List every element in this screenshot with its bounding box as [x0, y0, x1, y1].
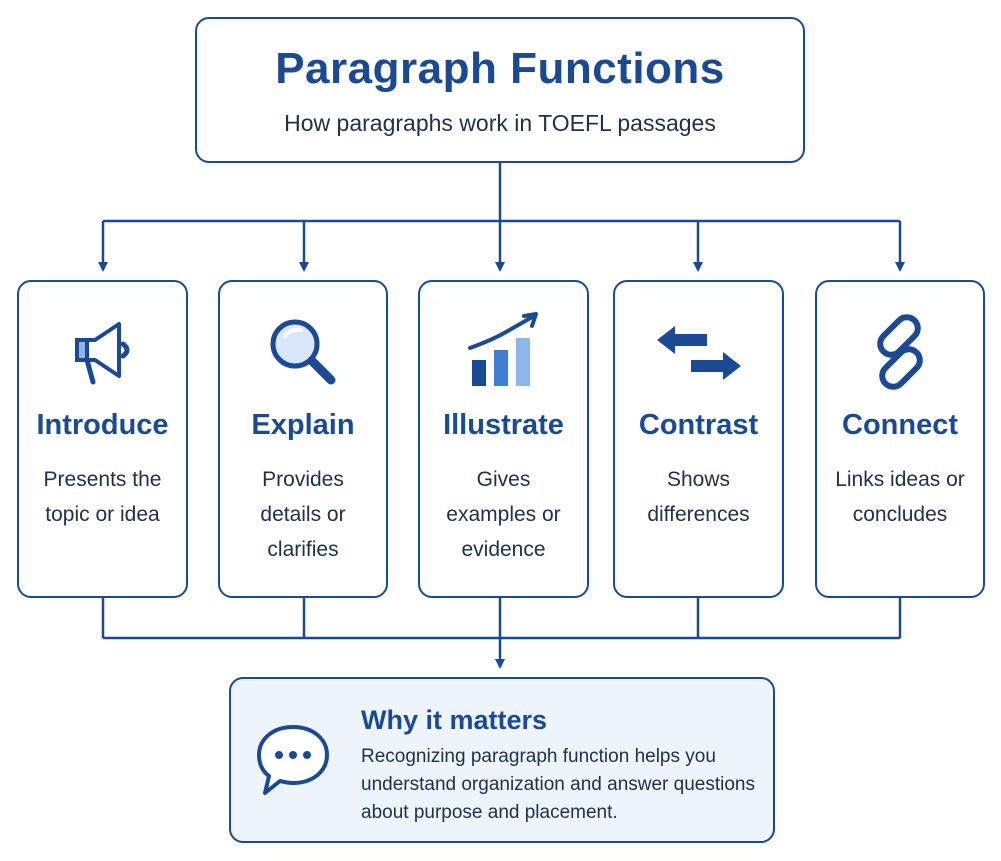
- function-name: Explain: [251, 409, 355, 441]
- why-text: Recognizing paragraph function helps you…: [361, 746, 755, 823]
- function-card-connect: Connect Links ideas or concludes: [815, 280, 985, 598]
- page-title: Paragraph Functions: [275, 44, 725, 93]
- function-card-introduce: Introduce Presents the topic or idea: [17, 280, 188, 598]
- title-box: Paragraph Functions How paragraphs work …: [195, 17, 805, 163]
- megaphone-icon: [19, 310, 186, 394]
- speech-bubble-icon: [253, 721, 333, 806]
- function-description: Gives examples or evidence: [446, 468, 561, 561]
- chain-link-icon: [817, 310, 983, 394]
- why-title: Why it matters: [361, 705, 548, 735]
- why-it-matters-panel: Why it matters Recognizing paragraph fun…: [229, 677, 775, 843]
- function-name: Contrast: [638, 409, 759, 441]
- growth-chart-icon: [420, 310, 587, 394]
- function-description: Provides details or clarifies: [260, 468, 346, 561]
- function-description: Presents the topic or idea: [43, 468, 162, 526]
- function-name: Illustrate: [443, 409, 564, 441]
- function-card-contrast: Contrast Shows differences: [613, 280, 784, 598]
- function-description: Shows differences: [647, 468, 750, 526]
- function-name: Introduce: [36, 409, 169, 441]
- opposite-arrows-icon: [615, 310, 782, 394]
- page-subtitle: How paragraphs work in TOEFL passages: [284, 110, 716, 136]
- function-name: Connect: [842, 409, 958, 441]
- function-description: Links ideas or concludes: [835, 468, 965, 526]
- function-card-illustrate: Illustrate Gives examples or evidence: [418, 280, 589, 598]
- function-card-explain: Explain Provides details or clarifies: [218, 280, 388, 598]
- magnifier-icon: [220, 310, 386, 394]
